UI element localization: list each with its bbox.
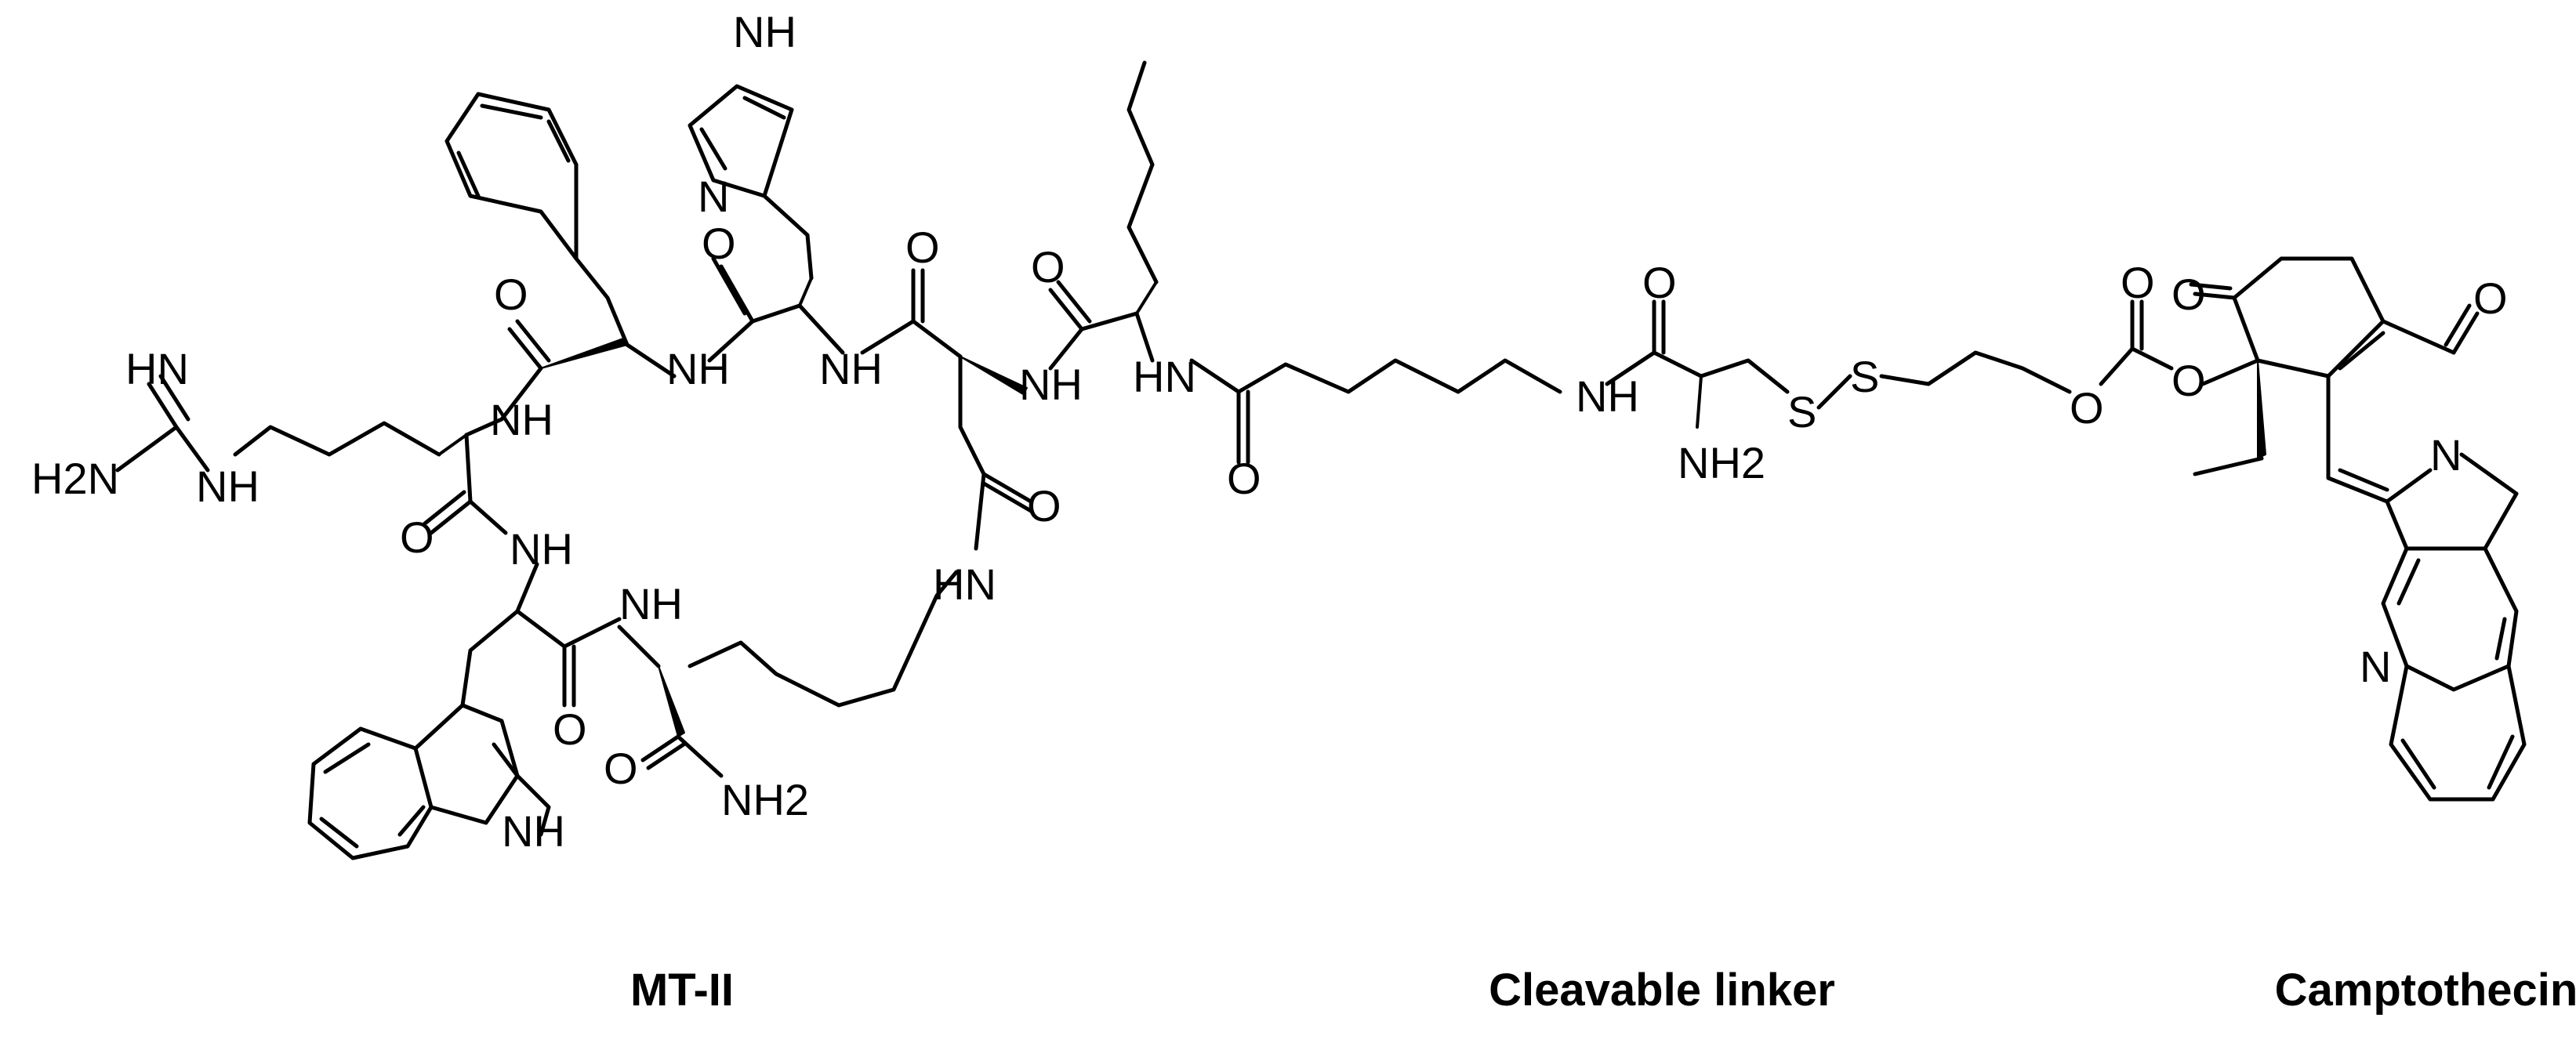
atom-label: O [1642,258,1677,307]
atom-label: NH [490,395,553,444]
atom-label: NH [666,344,730,393]
atom-label: O [2473,273,2508,323]
mt2-peptide [115,60,1159,860]
caption-linker: Cleavable linker [1489,965,1835,1016]
atom-label: O [604,744,638,793]
atom-label: NH2 [1678,438,1765,487]
hash-bond [437,433,468,456]
atom-label: S [1850,352,1879,401]
atom-label: NH [1576,371,1639,421]
atom-label: O [1031,242,1065,292]
atom-label: O [2171,270,2206,319]
atom-label: O [400,512,434,562]
atom-label: O [2171,356,2206,405]
atom-label: NH [733,7,796,56]
atom-label: O [702,219,736,268]
camptothecin-core [2189,256,2527,802]
atom-label: NH [1019,360,1083,409]
atom-label: HN [933,560,996,609]
atom-label: NH2 [721,775,809,824]
atom-label: O [1227,454,1261,503]
atom-label: NH [510,524,573,574]
atom-label: O [905,223,940,272]
atom-label: N [2430,430,2462,480]
atom-label: S [1787,387,1816,436]
atom-label: O [1027,481,1061,531]
atom-label: NH [819,344,883,393]
atom-label: NH [619,579,683,628]
atom-labels: HN H2N NH NH O NH O NH O NH NH N O NH O … [31,7,2508,856]
atom-label: NH [502,806,565,856]
atom-label: N [2360,642,2391,691]
atom-label: HN [1133,352,1196,401]
cleavable-linker [1189,299,2174,465]
atom-label: O [2070,383,2104,433]
atom-label: O [553,704,587,754]
atom-label: H2N [31,454,119,503]
atom-label: NH [196,462,259,511]
atom-label: O [2121,258,2155,307]
atom-label: N [698,172,729,221]
caption-camptothecin: Camptothecin [2274,965,2576,1016]
caption-mt2: MT-II [629,965,735,1016]
atom-label: HN [125,344,189,393]
atom-label: O [494,270,528,319]
